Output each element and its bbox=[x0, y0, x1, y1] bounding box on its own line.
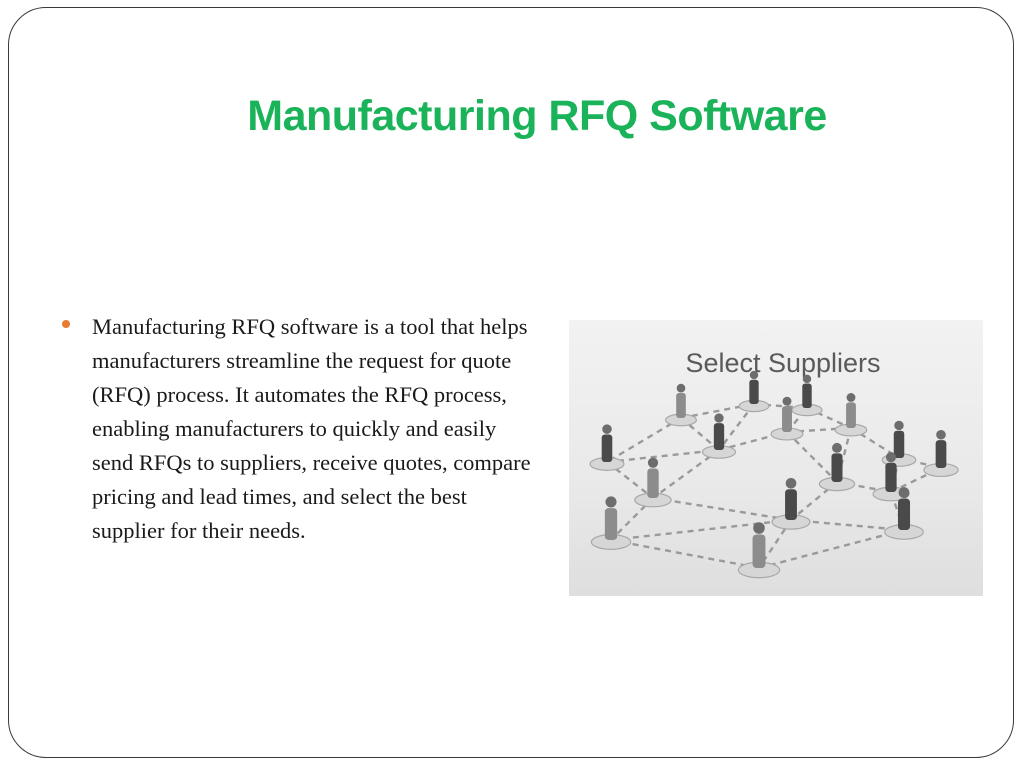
select-suppliers-image: Select Suppliers bbox=[569, 320, 983, 596]
network-link bbox=[786, 431, 838, 483]
network-link bbox=[806, 406, 852, 430]
supplier-figure bbox=[589, 424, 625, 471]
supplier-figure bbox=[701, 413, 737, 459]
supplier-figure bbox=[737, 522, 781, 579]
supplier-figure bbox=[834, 393, 868, 437]
network-link bbox=[790, 518, 905, 532]
network-link bbox=[680, 402, 755, 420]
supplier-figure bbox=[771, 477, 811, 530]
supplier-figure bbox=[923, 429, 959, 478]
supplier-figure bbox=[738, 370, 770, 413]
bullet-dot bbox=[62, 320, 70, 328]
figure-caption: Select Suppliers bbox=[685, 348, 880, 378]
network-link bbox=[790, 481, 838, 521]
supplier-network-illustration: Select Suppliers bbox=[589, 348, 959, 579]
bullet-item-text: Manufacturing RFQ software is a tool tha… bbox=[92, 314, 531, 543]
supplier-figure bbox=[770, 396, 804, 441]
supplier-figure bbox=[791, 374, 823, 417]
network-link bbox=[758, 528, 905, 570]
supplier-figure bbox=[634, 457, 672, 508]
slide-title: Manufacturing RFQ Software bbox=[247, 92, 827, 140]
supplier-figure bbox=[818, 442, 856, 492]
network-link bbox=[652, 449, 720, 499]
supplier-figure bbox=[590, 496, 632, 550]
network-link bbox=[718, 403, 755, 451]
network-link bbox=[606, 448, 720, 464]
network-link bbox=[606, 461, 654, 499]
network-link bbox=[652, 496, 792, 522]
supplier-figure bbox=[872, 452, 910, 502]
network-link bbox=[680, 417, 720, 451]
supplier-figure bbox=[884, 487, 924, 540]
network-link bbox=[606, 416, 682, 464]
network-link bbox=[610, 518, 792, 542]
supplier-figure bbox=[664, 383, 698, 427]
network-link bbox=[610, 538, 760, 570]
network-link bbox=[610, 497, 654, 541]
